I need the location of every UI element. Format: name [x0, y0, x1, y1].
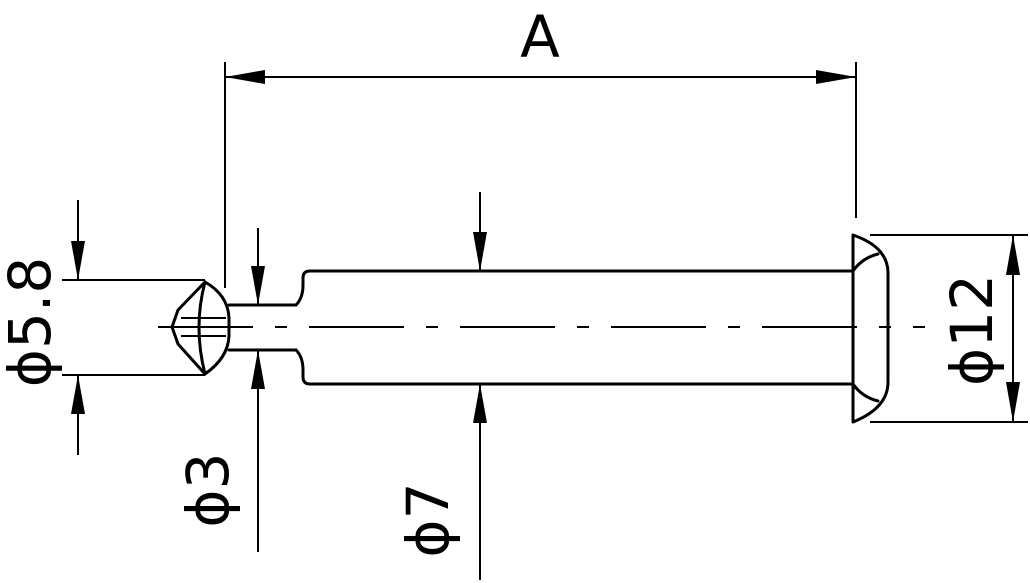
neck-fillet-bottom	[294, 348, 305, 372]
dimension-shank-diameter: ϕ7	[394, 192, 487, 580]
shank-body	[301, 269, 855, 386]
dimension-neck-diameter: ϕ3	[174, 228, 265, 552]
arrow-down-ball	[71, 241, 85, 280]
dimension-label-a: A	[520, 3, 560, 71]
arrow-down-shank	[473, 232, 487, 271]
arrow-left	[225, 70, 265, 84]
dimension-label-ball: ϕ5.8	[0, 257, 64, 388]
dimension-head-diameter: ϕ12	[870, 234, 1028, 423]
dimension-label-shank: ϕ7	[394, 482, 462, 557]
arrow-down	[1006, 382, 1020, 422]
dimension-ball-diameter: ϕ5.8	[0, 200, 205, 455]
tip-collar-front	[197, 280, 207, 376]
dimension-label-neck: ϕ3	[174, 452, 242, 527]
arrow-up	[1006, 235, 1020, 275]
dimension-a: A	[224, 3, 857, 288]
arrow-up-shank	[473, 384, 487, 423]
arrow-right	[816, 70, 856, 84]
tip-cone	[170, 280, 207, 376]
pin-outline	[170, 233, 890, 424]
head-underside	[851, 252, 880, 403]
tip-collar-back	[203, 280, 231, 376]
neck-fillet-top	[294, 283, 305, 307]
arrow-down-neck	[251, 266, 265, 305]
arrow-up-ball	[71, 375, 85, 414]
head-outline	[851, 233, 890, 424]
arrow-up-neck	[251, 350, 265, 389]
dimension-label-head: ϕ12	[938, 274, 1006, 386]
